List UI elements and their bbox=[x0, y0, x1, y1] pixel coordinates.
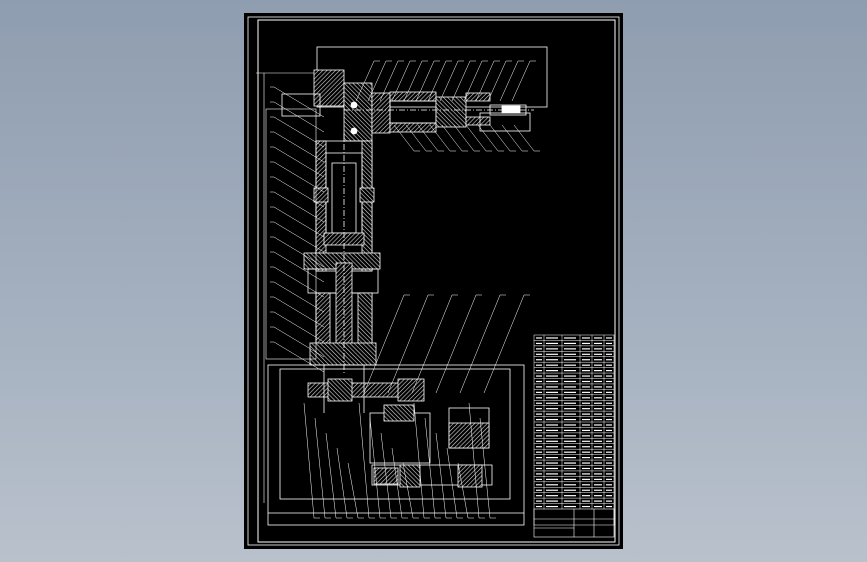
leader-mid-7 bbox=[477, 124, 499, 152]
leader-left-5 bbox=[273, 161, 325, 193]
leader-left-6 bbox=[273, 176, 325, 208]
leader-top-6 bbox=[427, 60, 447, 102]
leader-left-1 bbox=[273, 101, 325, 133]
leader-mid-10 bbox=[513, 124, 535, 152]
bill-of-materials-table bbox=[533, 334, 615, 526]
leader-top-13 bbox=[511, 60, 531, 102]
mechanical-assembly-drawing bbox=[247, 16, 620, 546]
leader-bottom-1 bbox=[314, 417, 326, 519]
leader-top-3 bbox=[391, 60, 411, 102]
leader-bottom-4 bbox=[347, 462, 359, 519]
leader-bottom-16 bbox=[479, 417, 491, 519]
title-block bbox=[533, 508, 615, 538]
gearbox-housing bbox=[267, 364, 525, 526]
leader-top-10 bbox=[475, 60, 495, 102]
leader-bottom-12 bbox=[435, 432, 447, 519]
leader-left-4 bbox=[273, 146, 325, 178]
leader-left-16 bbox=[273, 326, 325, 358]
leader-top-8 bbox=[451, 60, 471, 102]
leader-mid-5 bbox=[453, 124, 475, 152]
leader-top-9 bbox=[463, 60, 483, 102]
leader-left-10 bbox=[273, 236, 325, 268]
leader-left-12 bbox=[273, 266, 325, 298]
leader-gear-top-4 bbox=[459, 294, 501, 394]
leader-gear-top-0 bbox=[363, 294, 405, 394]
leader-top-0 bbox=[355, 60, 375, 102]
leader-gear-top-3 bbox=[435, 294, 477, 394]
leader-top-4 bbox=[403, 60, 423, 102]
leader-left-3 bbox=[273, 131, 325, 163]
leader-bottom-13 bbox=[446, 447, 458, 519]
outline-left bbox=[256, 72, 317, 503]
leader-bottom-5 bbox=[358, 402, 370, 519]
leader-left-2 bbox=[273, 116, 325, 148]
leader-top-2 bbox=[379, 60, 399, 102]
leader-bottom-6 bbox=[369, 417, 381, 519]
leader-top-1 bbox=[367, 60, 387, 102]
leader-left-17 bbox=[273, 341, 325, 373]
part-number-leaders bbox=[270, 60, 540, 519]
leader-mid-3 bbox=[429, 124, 451, 152]
leader-top-7 bbox=[439, 60, 459, 102]
leader-left-13 bbox=[273, 281, 325, 313]
leader-left-8 bbox=[273, 206, 325, 238]
leader-left-14 bbox=[273, 296, 325, 328]
drawing-sheet[interactable] bbox=[244, 13, 623, 549]
sheet-border bbox=[247, 16, 620, 546]
leader-mid-0 bbox=[393, 124, 415, 152]
leader-mid-9 bbox=[501, 124, 523, 152]
leader-mid-8 bbox=[489, 124, 511, 152]
leader-top-12 bbox=[499, 60, 519, 102]
leader-gear-top-2 bbox=[411, 294, 453, 394]
leader-bottom-9 bbox=[402, 462, 414, 519]
leader-bottom-8 bbox=[391, 447, 403, 519]
leader-top-5 bbox=[415, 60, 435, 102]
leader-gear-top-5 bbox=[483, 294, 525, 394]
leader-mid-2 bbox=[417, 124, 439, 152]
leader-bottom-0 bbox=[303, 402, 315, 519]
leader-bottom-11 bbox=[424, 417, 436, 519]
leader-bottom-2 bbox=[325, 432, 337, 519]
leader-left-15 bbox=[273, 311, 325, 343]
leader-bottom-14 bbox=[457, 462, 469, 519]
leader-top-11 bbox=[487, 60, 507, 102]
leader-bottom-15 bbox=[468, 402, 480, 519]
leader-bottom-10 bbox=[413, 402, 425, 519]
leader-mid-6 bbox=[465, 124, 487, 152]
leader-left-7 bbox=[273, 191, 325, 223]
leader-gear-top-1 bbox=[387, 294, 429, 394]
leader-bottom-3 bbox=[336, 447, 348, 519]
leader-mid-4 bbox=[441, 124, 463, 152]
leader-bottom-7 bbox=[380, 432, 392, 519]
leader-left-0 bbox=[273, 86, 325, 118]
leader-mid-1 bbox=[405, 124, 427, 152]
leader-left-9 bbox=[273, 221, 325, 253]
vertical-column bbox=[303, 133, 381, 373]
leader-left-11 bbox=[273, 251, 325, 283]
